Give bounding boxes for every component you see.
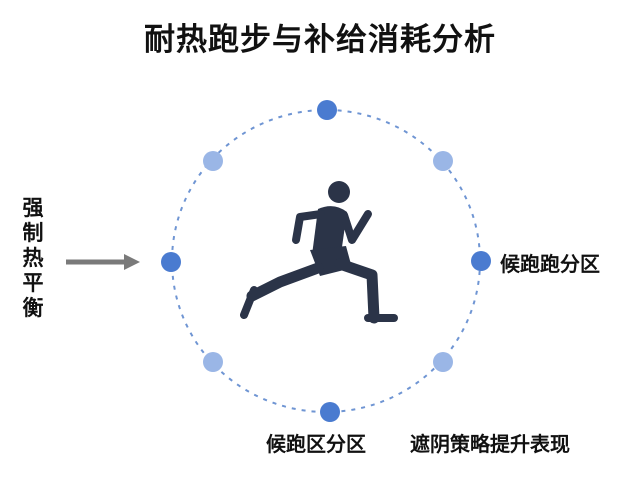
ring-node-bottom-right (433, 352, 453, 372)
ring-node-bottom-left (203, 352, 223, 372)
ring-node-top-right (433, 151, 453, 171)
ring-node-bottom (320, 402, 340, 422)
ring-node-top-left (203, 151, 223, 171)
ring-node-top (317, 100, 337, 120)
left-vertical-label: 强制热平衡 (22, 196, 44, 320)
ring-node-right (471, 251, 491, 271)
bottom-left-label: 候跑区分区 (266, 432, 366, 456)
arrow-right-icon (66, 254, 140, 270)
right-node-label: 候跑跑分区 (500, 252, 600, 276)
ring-node-left (161, 252, 181, 272)
page-title: 耐热跑步与补给消耗分析 (144, 22, 496, 58)
bottom-right-label: 遮阴策略提升表现 (410, 432, 570, 456)
runner-icon (240, 181, 398, 324)
